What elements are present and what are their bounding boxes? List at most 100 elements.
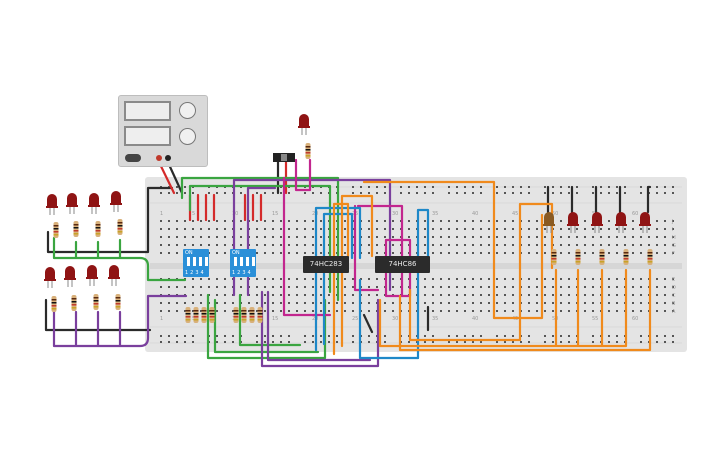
breadboard-hole[interactable] bbox=[432, 335, 434, 337]
breadboard-hole[interactable] bbox=[488, 228, 490, 230]
breadboard-hole[interactable] bbox=[624, 236, 626, 238]
breadboard-hole[interactable] bbox=[384, 335, 386, 337]
breadboard-hole[interactable] bbox=[392, 310, 394, 312]
resistor[interactable] bbox=[575, 249, 581, 265]
breadboard-hole[interactable] bbox=[624, 228, 626, 230]
breadboard-hole[interactable] bbox=[664, 278, 666, 280]
breadboard-hole[interactable] bbox=[320, 302, 322, 304]
breadboard-hole[interactable] bbox=[576, 244, 578, 246]
breadboard-hole[interactable] bbox=[392, 278, 394, 280]
breadboard-hole[interactable] bbox=[400, 192, 402, 194]
breadboard-hole[interactable] bbox=[312, 192, 314, 194]
breadboard-hole[interactable] bbox=[176, 252, 178, 254]
breadboard-hole[interactable] bbox=[480, 278, 482, 280]
breadboard-hole[interactable] bbox=[160, 236, 162, 238]
breadboard-hole[interactable] bbox=[600, 186, 602, 188]
breadboard-hole[interactable] bbox=[184, 286, 186, 288]
breadboard-hole[interactable] bbox=[504, 236, 506, 238]
slide-switch-knob[interactable] bbox=[281, 154, 287, 161]
breadboard-hole[interactable] bbox=[272, 236, 274, 238]
breadboard-hole[interactable] bbox=[528, 192, 530, 194]
breadboard-hole[interactable] bbox=[176, 236, 178, 238]
breadboard-hole[interactable] bbox=[504, 278, 506, 280]
breadboard-hole[interactable] bbox=[456, 302, 458, 304]
breadboard-hole[interactable] bbox=[272, 252, 274, 254]
breadboard-hole[interactable] bbox=[320, 192, 322, 194]
breadboard-hole[interactable] bbox=[312, 294, 314, 296]
breadboard-hole[interactable] bbox=[600, 192, 602, 194]
breadboard-hole[interactable] bbox=[184, 186, 186, 188]
led[interactable] bbox=[567, 212, 579, 233]
breadboard-hole[interactable] bbox=[472, 335, 474, 337]
breadboard-hole[interactable] bbox=[560, 220, 562, 222]
breadboard-hole[interactable] bbox=[536, 244, 538, 246]
breadboard-hole[interactable] bbox=[448, 228, 450, 230]
breadboard-hole[interactable] bbox=[240, 220, 242, 222]
resistor[interactable] bbox=[185, 307, 191, 323]
breadboard-hole[interactable] bbox=[376, 228, 378, 230]
breadboard-hole[interactable] bbox=[632, 294, 634, 296]
breadboard-hole[interactable] bbox=[176, 228, 178, 230]
breadboard-hole[interactable] bbox=[632, 220, 634, 222]
breadboard-hole[interactable] bbox=[368, 278, 370, 280]
breadboard-hole[interactable] bbox=[528, 236, 530, 238]
breadboard-hole[interactable] bbox=[280, 236, 282, 238]
breadboard-hole[interactable] bbox=[528, 286, 530, 288]
breadboard-hole[interactable] bbox=[464, 286, 466, 288]
breadboard-hole[interactable] bbox=[464, 294, 466, 296]
breadboard-hole[interactable] bbox=[272, 302, 274, 304]
breadboard-hole[interactable] bbox=[544, 302, 546, 304]
breadboard-hole[interactable] bbox=[640, 286, 642, 288]
breadboard-hole[interactable] bbox=[344, 252, 346, 254]
breadboard-hole[interactable] bbox=[608, 335, 610, 337]
breadboard-hole[interactable] bbox=[256, 286, 258, 288]
breadboard-hole[interactable] bbox=[544, 294, 546, 296]
breadboard-hole[interactable] bbox=[656, 244, 658, 246]
breadboard-hole[interactable] bbox=[560, 186, 562, 188]
breadboard-hole[interactable] bbox=[272, 294, 274, 296]
breadboard-hole[interactable] bbox=[512, 294, 514, 296]
breadboard-hole[interactable] bbox=[264, 286, 266, 288]
breadboard-hole[interactable] bbox=[552, 310, 554, 312]
breadboard-hole[interactable] bbox=[496, 286, 498, 288]
resistor[interactable] bbox=[551, 249, 557, 265]
breadboard-hole[interactable] bbox=[512, 244, 514, 246]
breadboard-hole[interactable] bbox=[640, 302, 642, 304]
breadboard-hole[interactable] bbox=[256, 335, 258, 337]
breadboard-hole[interactable] bbox=[272, 220, 274, 222]
resistor[interactable] bbox=[209, 307, 215, 323]
breadboard-hole[interactable] bbox=[352, 302, 354, 304]
power-supply[interactable] bbox=[118, 95, 208, 167]
breadboard-hole[interactable] bbox=[432, 302, 434, 304]
breadboard-hole[interactable] bbox=[440, 286, 442, 288]
breadboard-hole[interactable] bbox=[208, 228, 210, 230]
breadboard-hole[interactable] bbox=[280, 252, 282, 254]
breadboard-hole[interactable] bbox=[504, 302, 506, 304]
breadboard-hole[interactable] bbox=[272, 286, 274, 288]
breadboard-hole[interactable] bbox=[424, 310, 426, 312]
breadboard-hole[interactable] bbox=[280, 228, 282, 230]
breadboard-hole[interactable] bbox=[336, 341, 338, 343]
breadboard-hole[interactable] bbox=[496, 228, 498, 230]
breadboard-hole[interactable] bbox=[544, 252, 546, 254]
breadboard-hole[interactable] bbox=[448, 252, 450, 254]
breadboard-hole[interactable] bbox=[264, 236, 266, 238]
breadboard-hole[interactable] bbox=[448, 186, 450, 188]
breadboard-hole[interactable] bbox=[272, 335, 274, 337]
breadboard-hole[interactable] bbox=[448, 335, 450, 337]
breadboard-hole[interactable] bbox=[384, 192, 386, 194]
breadboard-hole[interactable] bbox=[504, 220, 506, 222]
breadboard-hole[interactable] bbox=[448, 302, 450, 304]
breadboard-hole[interactable] bbox=[176, 192, 178, 194]
breadboard-hole[interactable] bbox=[432, 228, 434, 230]
breadboard-hole[interactable] bbox=[616, 302, 618, 304]
breadboard-hole[interactable] bbox=[592, 310, 594, 312]
breadboard-hole[interactable] bbox=[344, 302, 346, 304]
breadboard-hole[interactable] bbox=[456, 286, 458, 288]
resistor[interactable] bbox=[241, 307, 247, 323]
breadboard-hole[interactable] bbox=[368, 236, 370, 238]
breadboard-hole[interactable] bbox=[160, 252, 162, 254]
breadboard-hole[interactable] bbox=[640, 186, 642, 188]
breadboard-hole[interactable] bbox=[640, 252, 642, 254]
